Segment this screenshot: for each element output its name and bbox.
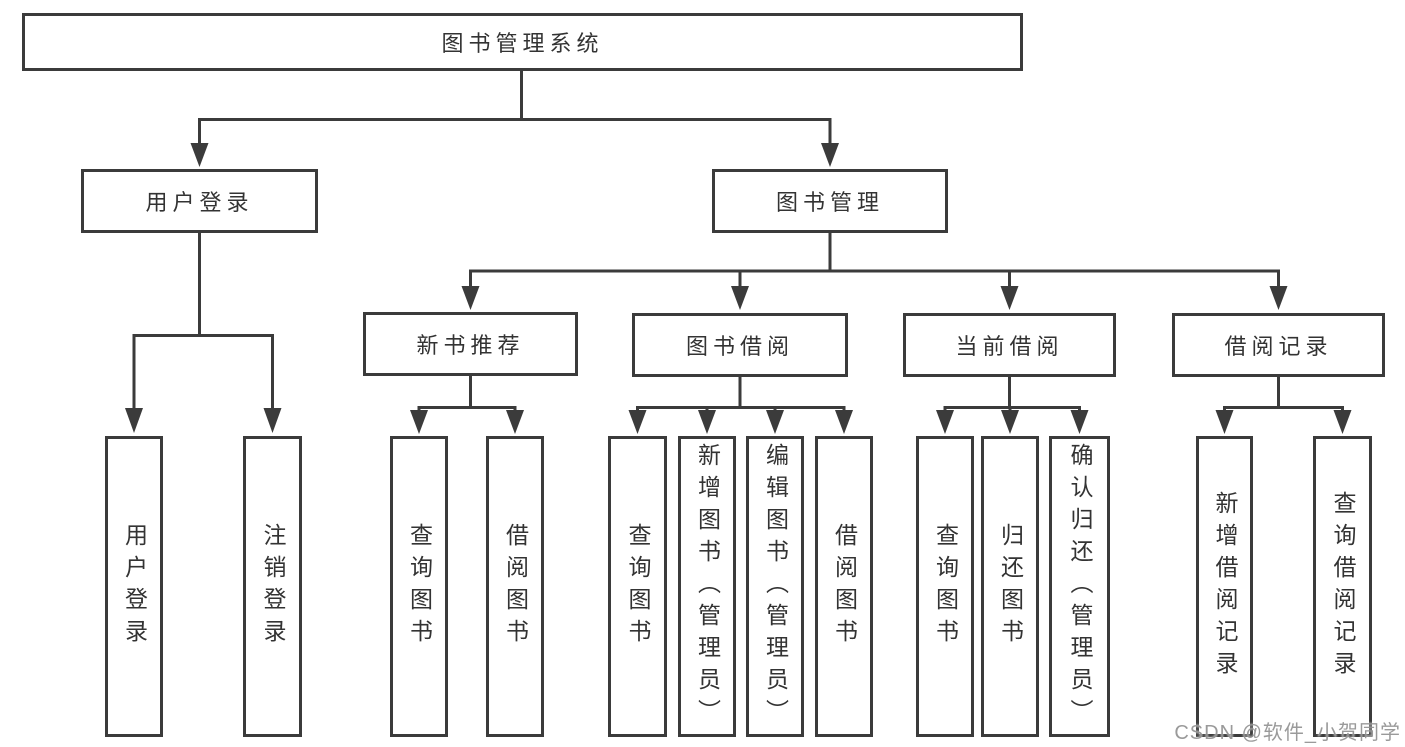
node-label: 新增借阅记录 <box>1212 490 1238 683</box>
leaf-logout: 注销登录 <box>243 436 302 737</box>
connector-bookmgmt-to-level3 <box>461 233 1288 310</box>
arrowhead <box>766 410 784 434</box>
node-label: 查询图书 <box>625 522 651 651</box>
arrowhead <box>263 408 282 433</box>
arrowhead <box>410 410 428 434</box>
node-label: 查询借阅记录 <box>1330 490 1356 683</box>
connector-bookborrow-to-leaves <box>628 377 853 434</box>
csdn-watermark: CSDN @软件_小贺同学 <box>1174 722 1401 744</box>
arrowhead <box>1070 410 1089 434</box>
leaf-add-book-admin: 新增图书（管理员） <box>678 436 736 737</box>
leaf-query-books-borrow: 查询图书 <box>608 436 667 737</box>
leaf-borrow-books-recommend: 借阅图书 <box>486 436 544 737</box>
node-label: 确认归还（管理员） <box>1067 442 1093 731</box>
arrowhead <box>1001 410 1019 434</box>
node-label: 注销登录 <box>260 522 286 651</box>
node-label: 借阅记录 <box>1224 334 1333 359</box>
leaf-return-books: 归还图书 <box>981 436 1039 737</box>
arrowhead <box>1215 410 1234 434</box>
node-user-login: 用户登录 <box>81 169 318 233</box>
leaf-query-books-recommend: 查询图书 <box>390 436 448 737</box>
node-borrowing-records: 借阅记录 <box>1172 313 1385 377</box>
leaf-borrow-books: 借阅图书 <box>815 436 873 737</box>
arrowhead <box>1269 286 1288 310</box>
connector-records-to-leaves <box>1215 377 1352 434</box>
leaf-edit-book-admin: 编辑图书（管理员） <box>746 436 804 737</box>
arrowhead <box>936 410 954 434</box>
connector-userlogin-to-leaves <box>125 233 282 433</box>
node-library-system: 图书管理系统 <box>22 13 1023 71</box>
arrowhead <box>1333 410 1352 434</box>
arrowhead <box>125 408 143 433</box>
node-book-management: 图书管理 <box>712 169 948 233</box>
arrowhead <box>731 286 749 310</box>
node-label: 用户登录 <box>121 522 148 651</box>
leaf-user-login: 用户登录 <box>105 436 163 737</box>
node-label: 编辑图书（管理员） <box>762 442 789 731</box>
arrowhead <box>698 410 716 434</box>
leaf-add-borrow-record: 新增借阅记录 <box>1196 436 1253 737</box>
arrowhead <box>506 410 524 434</box>
node-label: 图书借阅 <box>685 334 794 359</box>
node-label: 新增图书（管理员） <box>694 442 721 731</box>
node-label: 借阅图书 <box>831 522 858 651</box>
node-label: 图书管理系统 <box>441 31 604 56</box>
arrowhead <box>821 143 839 167</box>
arrowhead <box>835 410 853 434</box>
node-label: 查询图书 <box>932 522 959 651</box>
leaf-confirm-return-admin: 确认归还（管理员） <box>1049 436 1110 737</box>
node-new-book-recommendation: 新书推荐 <box>363 312 578 376</box>
connector-root-to-level2 <box>190 68 839 167</box>
arrowhead <box>628 410 647 434</box>
node-label: 图书管理 <box>775 190 884 215</box>
node-label: 当前借阅 <box>955 334 1064 359</box>
node-label: 查询图书 <box>406 522 433 651</box>
node-label: 归还图书 <box>997 522 1024 651</box>
arrowhead <box>190 143 209 167</box>
node-current-borrowing: 当前借阅 <box>903 313 1116 377</box>
leaf-query-books-current: 查询图书 <box>916 436 974 737</box>
leaf-query-borrow-record: 查询借阅记录 <box>1313 436 1372 737</box>
arrowhead <box>1000 286 1019 310</box>
node-label: 新书推荐 <box>416 333 525 358</box>
node-label: 借阅图书 <box>502 522 529 651</box>
node-label: 用户登录 <box>145 190 254 215</box>
connector-newbook-to-leaves <box>410 376 524 434</box>
connector-currentborrow-to-leaves <box>936 377 1089 434</box>
node-book-borrowing: 图书借阅 <box>632 313 848 377</box>
arrowhead <box>461 286 480 310</box>
